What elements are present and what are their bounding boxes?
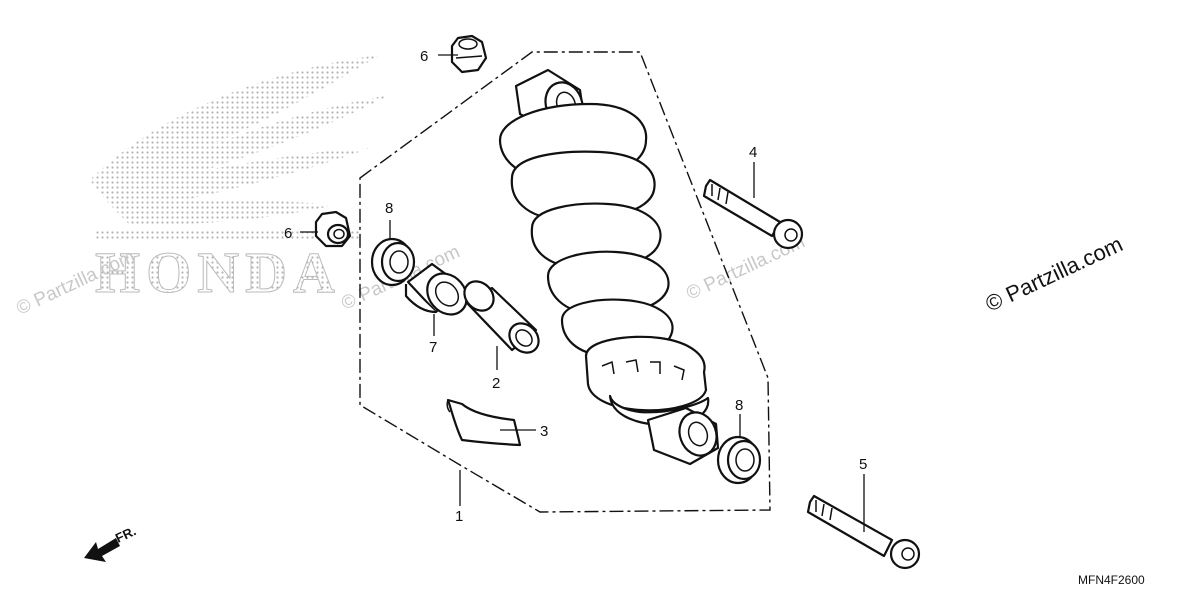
dust-seal-right xyxy=(716,435,762,485)
callout-8-left: 8 xyxy=(385,200,393,217)
callout-6-top: 6 xyxy=(420,48,428,65)
callout-4: 4 xyxy=(749,144,757,161)
callouts: 6 6 8 7 2 3 1 4 8 5 xyxy=(284,48,867,525)
dust-seal-left xyxy=(370,237,416,287)
callout-1: 1 xyxy=(455,508,463,525)
diagram-code: MFN4F2600 xyxy=(1078,573,1145,587)
flange-nut-left xyxy=(314,210,352,248)
callout-3: 3 xyxy=(540,423,548,440)
callout-8-right: 8 xyxy=(735,397,743,414)
leader-lines xyxy=(300,54,865,532)
honda-wing-logo: HONDA xyxy=(90,55,390,306)
callout-6-left: 6 xyxy=(284,225,292,242)
flange-nut-top xyxy=(450,34,488,74)
honda-logo-text: HONDA xyxy=(95,240,341,305)
caution-label xyxy=(446,398,522,447)
mounting-bolt-upper xyxy=(702,178,804,250)
rear-shock-absorber xyxy=(498,68,720,466)
mounting-bolt-lower xyxy=(806,494,921,570)
assembly-boundary xyxy=(359,51,771,513)
callout-5: 5 xyxy=(859,456,867,473)
callout-7: 7 xyxy=(429,339,437,356)
pivot-collar xyxy=(404,262,468,316)
front-direction-arrow: FR. xyxy=(84,523,138,562)
front-label: FR. xyxy=(113,523,138,545)
pivot-sleeve xyxy=(463,280,540,354)
callout-2: 2 xyxy=(492,375,500,392)
copyright-notice: © Partzilla.com xyxy=(982,231,1127,316)
